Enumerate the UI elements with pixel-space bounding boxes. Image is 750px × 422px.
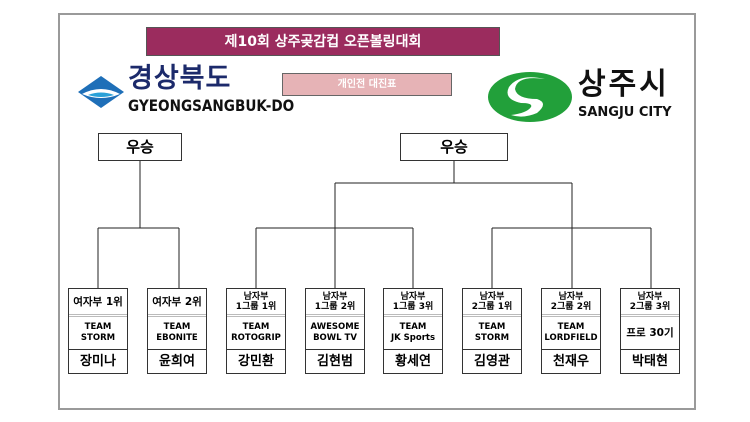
player-name: 김영관 <box>474 354 510 369</box>
player-team: AWESOME BOWL TV <box>306 317 364 350</box>
player-division: 남자부 2그룹 1위 <box>463 289 521 317</box>
winner-box-left: 우승 <box>98 133 182 161</box>
player-team: TEAM STORM <box>69 317 127 350</box>
player-team: 프로 30기 <box>621 317 679 350</box>
logo-left-korean: 경상북도 <box>128 63 232 94</box>
player-name: 김현범 <box>317 354 353 369</box>
player-name: 황세연 <box>395 354 431 369</box>
player-card: 남자부 2그룹 3위 프로 30기 박태현 <box>620 288 680 374</box>
player-division: 여자부 2위 <box>148 289 206 317</box>
player-name: 천재우 <box>553 354 589 369</box>
tournament-title: 제10회 상주곶감컵 오픈볼링대회 <box>146 27 500 56</box>
bracket-frame <box>58 13 696 410</box>
bracket-subtitle: 개인전 대진표 <box>282 73 452 96</box>
player-division: 남자부 2그룹 2위 <box>542 289 600 317</box>
player-team: TEAM JK Sports <box>384 317 442 350</box>
player-division: 여자부 1위 <box>69 289 127 317</box>
player-team: TEAM LORDFIELD <box>542 317 600 350</box>
player-name: 박태현 <box>632 354 668 369</box>
logo-right-text: 상주시 SANGJU CITY <box>578 68 672 120</box>
player-division: 남자부 1그룹 1위 <box>227 289 285 317</box>
player-name: 윤희여 <box>159 354 195 369</box>
player-card: 남자부 1그룹 2위 AWESOME BOWL TV 김현범 <box>305 288 365 374</box>
player-division: 남자부 1그룹 2위 <box>306 289 364 317</box>
logo-left-text: 경상북도 GYEONGSANGBUK-DO <box>128 64 324 115</box>
logo-right-english: SANGJU CITY <box>578 105 672 120</box>
logo-left-english: GYEONGSANGBUK-DO <box>128 96 295 115</box>
player-name: 강민환 <box>238 354 274 369</box>
player-division: 남자부 1그룹 3위 <box>384 289 442 317</box>
player-card: 남자부 2그룹 2위 TEAM LORDFIELD 천재우 <box>541 288 601 374</box>
sangju-logo: 상주시 SANGJU CITY <box>487 68 687 128</box>
player-card: 여자부 2위 TEAM EBONITE 윤희여 <box>147 288 207 374</box>
player-card: 남자부 1그룹 3위 TEAM JK Sports 황세연 <box>383 288 443 374</box>
player-card: 남자부 2그룹 1위 TEAM STORM 김영관 <box>462 288 522 374</box>
sangju-emblem-icon <box>488 72 572 122</box>
player-card: 여자부 1위 TEAM STORM 장미나 <box>68 288 128 374</box>
player-team: TEAM STORM <box>463 317 521 350</box>
player-team: TEAM EBONITE <box>148 317 206 350</box>
winner-box-right: 우승 <box>400 133 508 161</box>
player-team: TEAM ROTOGRIP <box>227 317 285 350</box>
player-name: 장미나 <box>80 354 116 369</box>
logo-right-korean: 상주시 <box>578 67 670 102</box>
player-division: 남자부 2그룹 3위 <box>621 289 679 317</box>
gyeongbuk-logo: 경상북도 GYEONGSANGBUK-DO <box>76 64 294 124</box>
player-card: 남자부 1그룹 1위 TEAM ROTOGRIP 강민환 <box>226 288 286 374</box>
gyeongbuk-emblem-icon <box>78 76 124 108</box>
